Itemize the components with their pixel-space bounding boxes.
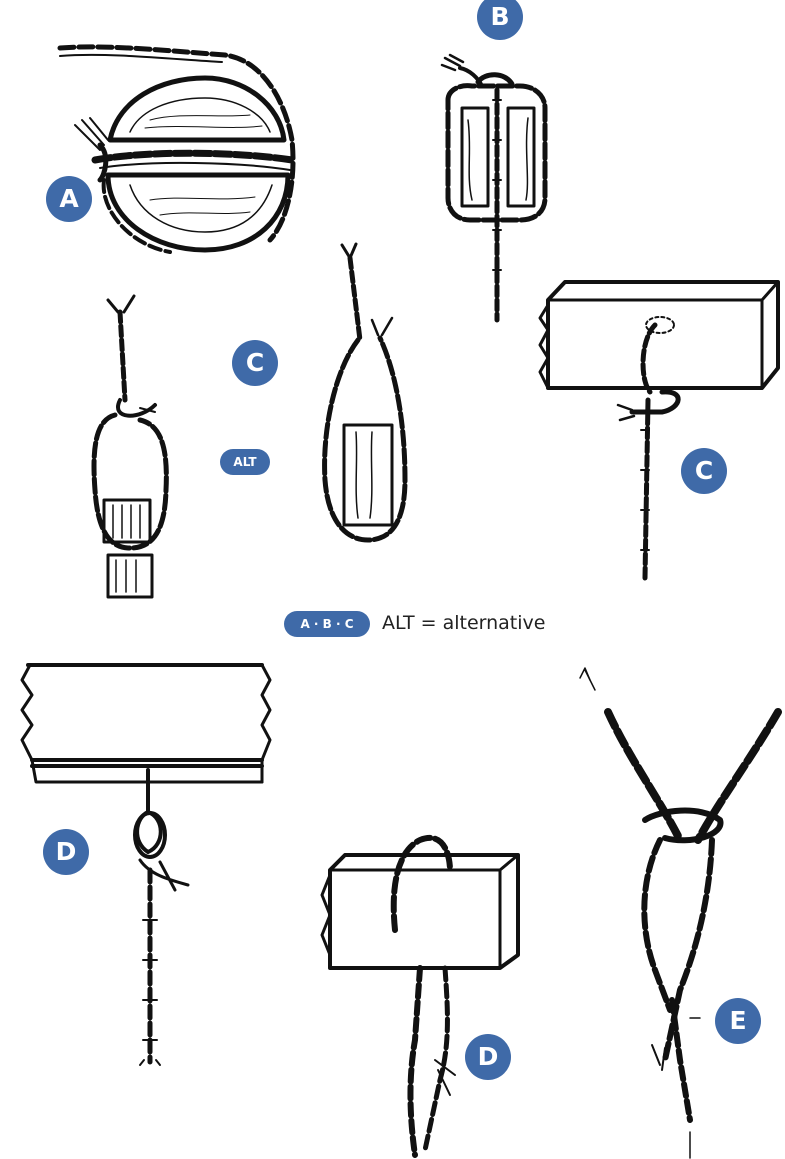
label-a: A: [46, 176, 92, 222]
legend-key: A · B · C: [284, 611, 370, 637]
figure-c-alt-sling: [322, 242, 408, 543]
figure-c-sling-two-blocks: [91, 294, 169, 599]
figure-e-rope-hitch: [579, 667, 782, 1159]
figure-b-block-hitch: [440, 53, 548, 323]
figure-d-rope-over-plank: [320, 835, 520, 1158]
label-b: B: [477, 0, 523, 40]
figure-c-bored-plank: [538, 280, 780, 581]
label-d-right: D: [465, 1034, 511, 1080]
label-c-lower: C: [681, 448, 727, 494]
figure-a-log-lashing: [57, 44, 296, 254]
label-c-upper: C: [232, 340, 278, 386]
figure-d-eye-hook: [20, 663, 272, 1066]
label-d-left: D: [43, 829, 89, 875]
label-alt: ALT: [220, 449, 270, 475]
label-e: E: [715, 998, 761, 1044]
legend-text: ALT = alternative: [382, 612, 546, 634]
